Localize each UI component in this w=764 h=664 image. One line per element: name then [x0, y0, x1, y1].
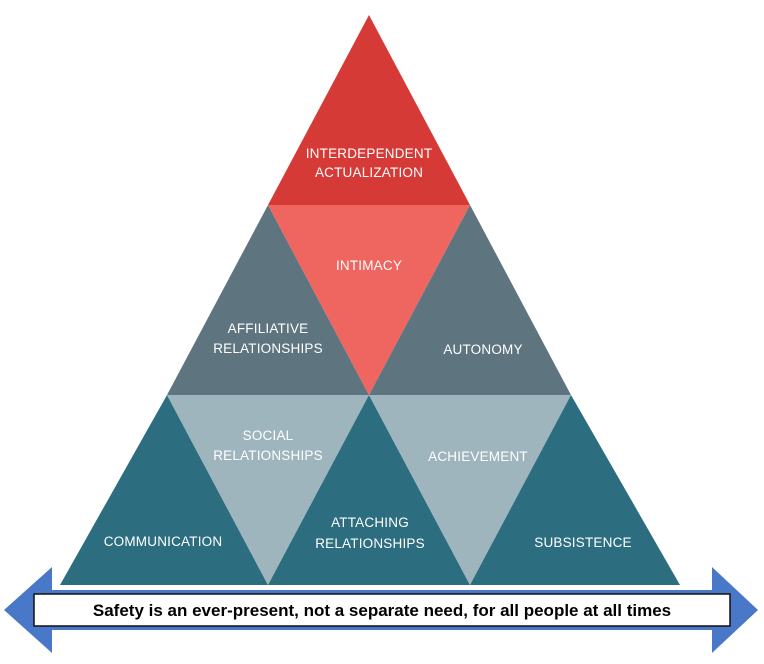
triangle-interdependent-actualization	[268, 15, 470, 205]
label-social-relationships: RELATIONSHIPS	[213, 448, 323, 463]
label-autonomy: AUTONOMY	[443, 342, 522, 357]
banner-box	[33, 593, 731, 627]
safety-banner-text: Safety is an ever-present, not a separat…	[93, 601, 671, 620]
label-actualization: ACTUALIZATION	[315, 165, 423, 180]
label-attaching: ATTACHING	[331, 515, 409, 530]
label-affiliative-relationships: RELATIONSHIPS	[213, 341, 323, 356]
label-interdependent: INTERDEPENDENT	[306, 146, 433, 161]
label-social: SOCIAL	[243, 428, 294, 443]
label-subsistence: SUBSISTENCE	[534, 535, 631, 550]
label-attaching-relationships: RELATIONSHIPS	[315, 536, 425, 551]
label-communication: COMMUNICATION	[104, 534, 223, 549]
triangle-subsistence	[470, 395, 680, 585]
label-intimacy: INTIMACY	[336, 258, 402, 273]
triangle-social-relationships	[167, 395, 369, 585]
label-affiliative: AFFILIATIVE	[228, 321, 309, 336]
triangle-attaching-relationships	[268, 395, 470, 585]
triangle-intimacy	[268, 205, 470, 395]
triangle-autonomy	[369, 205, 571, 395]
triangle-affiliative-relationships	[167, 205, 369, 395]
triangle-communication	[60, 395, 268, 585]
label-achievement: ACHIEVEMENT	[428, 449, 528, 464]
triangle-achievement	[369, 395, 571, 585]
